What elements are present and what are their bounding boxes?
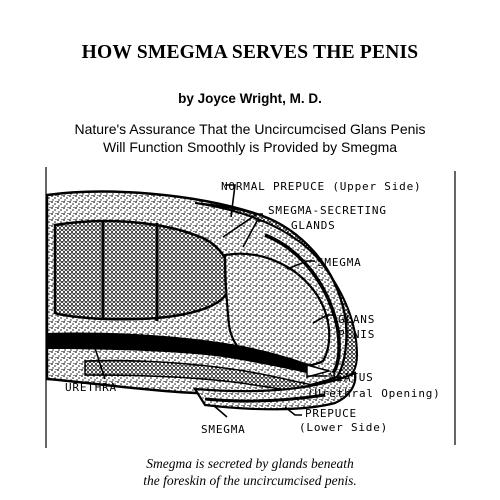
label-normal-prepuce: NORMAL PREPUCE (Upper Side) bbox=[221, 180, 421, 193]
leader-normal-prepuce bbox=[225, 184, 236, 218]
label-meatus-2: (Urethral Opening) bbox=[307, 387, 441, 400]
smegma-layer-lower bbox=[204, 393, 326, 403]
label-prepuce-lower-2: (Lower Side) bbox=[299, 421, 388, 434]
label-smegma-glands-1: SMEGMA-SECRETING bbox=[268, 204, 387, 217]
leader-glands-b bbox=[242, 220, 263, 248]
label-smegma-glands-2: GLANDS bbox=[291, 219, 336, 232]
caption-line-1: Smegma is secreted by glands beneath bbox=[146, 456, 354, 471]
figure-caption: Smegma is secreted by glands beneath the… bbox=[0, 455, 500, 489]
article-subtitle: Nature's Assurance That the Uncircumcise… bbox=[0, 120, 500, 156]
label-glans-1: GLANS bbox=[338, 313, 375, 326]
leader-glands-a bbox=[222, 213, 263, 238]
label-urethra: URETHRA bbox=[65, 381, 117, 394]
article-byline: by Joyce Wright, M. D. bbox=[178, 91, 322, 106]
subtitle-line-1: Nature's Assurance That the Uncircumcise… bbox=[74, 121, 426, 137]
leader-glans bbox=[312, 314, 335, 324]
label-meatus-1: MEATUS bbox=[329, 371, 374, 384]
leader-smegma-upper bbox=[286, 260, 315, 270]
leader-urethra bbox=[92, 341, 106, 380]
urethra-band bbox=[47, 332, 317, 375]
meatus-opening bbox=[306, 364, 332, 378]
label-smegma-lower: SMEGMA bbox=[201, 423, 246, 436]
anatomy-diagram: NORMAL PREPUCE (Upper Side) SMEGMA-SECRE… bbox=[45, 167, 456, 448]
caption-line-2: the foreskin of the uncircumcised penis. bbox=[143, 473, 357, 488]
label-glans-2: PENIS bbox=[338, 328, 375, 341]
label-smegma-upper: SMEGMA bbox=[317, 256, 362, 269]
leader-prepuce-lower bbox=[284, 406, 302, 416]
subtitle-line-2: Will Function Smoothly is Provided by Sm… bbox=[102, 139, 398, 155]
label-prepuce-lower-1: PREPUCE bbox=[305, 407, 357, 420]
leader-smegma-lower bbox=[212, 404, 228, 418]
article-title: HOW SMEGMA SERVES THE PENIS bbox=[81, 42, 419, 63]
